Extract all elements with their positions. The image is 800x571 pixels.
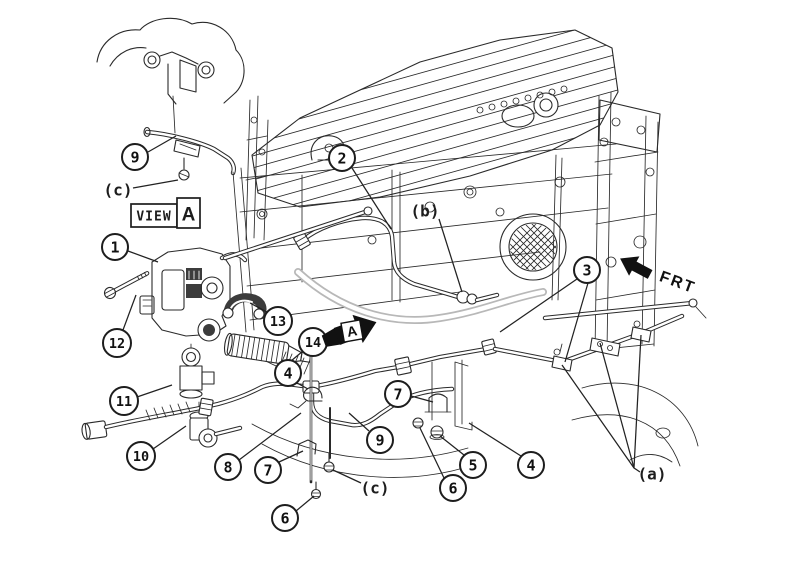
letter-leader-(c) [132, 179, 179, 189]
callout-10 [126, 441, 156, 471]
frt-arrow: FRT [620, 256, 698, 297]
engine-mount-art [571, 91, 699, 467]
valve-cover-art [251, 29, 619, 208]
callout-label-5: 5 [468, 456, 477, 474]
elbow-hose-13-art [222, 293, 267, 320]
letter-leader-(c) [332, 469, 362, 484]
callout-6 [439, 474, 467, 502]
callout-leader-11 [136, 384, 173, 398]
callout-8 [214, 453, 242, 481]
callout-13 [263, 306, 293, 336]
callout-leader-7 [410, 395, 434, 403]
callout-7 [254, 456, 282, 484]
callout-leader-4 [296, 382, 309, 390]
callout-label-7: 7 [393, 385, 402, 403]
callout-11 [109, 386, 139, 416]
letter-leader-(a) [633, 334, 642, 469]
callout-6 [271, 504, 299, 532]
callout-leader-6 [295, 495, 315, 512]
damper-art [223, 332, 312, 365]
callout-leader-12 [122, 294, 137, 331]
callout-label-4: 4 [283, 364, 292, 382]
callout-7 [384, 380, 412, 408]
callout-2 [328, 144, 356, 172]
callout-label-4: 4 [526, 456, 535, 474]
radiator-hose-art [294, 268, 547, 324]
clamps-and-bolts-art [222, 206, 652, 500]
view-direction-arrow: A [321, 314, 377, 347]
view-arrow-letter: A [346, 322, 359, 340]
callout-label-14: 14 [305, 335, 321, 351]
callout-leader-13 [249, 302, 268, 313]
callout-label-6: 6 [448, 479, 457, 497]
callout-leader-6 [419, 427, 445, 479]
callout-3 [573, 256, 601, 284]
callout-label-6: 6 [280, 509, 289, 527]
callout-label-11: 11 [116, 394, 132, 410]
callout-1 [101, 233, 129, 261]
view-label: VIEW [136, 210, 171, 225]
view-letter: A [182, 205, 196, 226]
callout-leader-8 [238, 412, 302, 461]
callout-leader-1 [127, 250, 159, 263]
view-a-box: VIEW A [130, 197, 201, 229]
callout-9 [366, 426, 394, 454]
callout-leader-4 [468, 422, 522, 457]
callout-leader-5 [439, 435, 465, 456]
callout-leader-14 [290, 350, 304, 362]
letter-label-(c): (c) [104, 181, 133, 200]
callout-label-12: 12 [109, 336, 125, 352]
callout-leader-2 [351, 167, 392, 230]
letter-leader-(b) [438, 218, 463, 293]
fuel-pipe-9-art [81, 298, 707, 484]
callout-leader-3 [499, 278, 578, 333]
letter-label-(a): (a) [638, 465, 667, 484]
engine-line-art [81, 17, 707, 500]
callout-4 [274, 359, 302, 387]
callout-label-9: 9 [130, 148, 139, 166]
letter-leader-(a) [599, 342, 635, 469]
callout-9 [121, 143, 149, 171]
letter-label-(b): (b) [411, 202, 440, 221]
letter-label-(c): (c) [361, 479, 390, 498]
callout-label-8: 8 [223, 458, 232, 476]
callout-leader-3 [564, 282, 589, 363]
frt-label: FRT [657, 268, 698, 297]
callout-4 [517, 451, 545, 479]
callout-5 [459, 451, 487, 479]
letter-leader-(a) [561, 364, 641, 473]
callout-label-10: 10 [133, 449, 149, 465]
callout-label-1: 1 [110, 238, 119, 256]
callout-label-9: 9 [375, 431, 384, 449]
callout-label-13: 13 [270, 314, 286, 330]
inset-view-a-art [96, 17, 245, 181]
callout-label-3: 3 [582, 261, 591, 279]
callout-leader-9 [348, 412, 370, 432]
pump-assembly-art [103, 247, 248, 448]
callout-12 [102, 328, 132, 358]
callout-leader-9 [147, 135, 177, 153]
callout-label-7: 7 [263, 461, 272, 479]
callout-label-2: 2 [337, 149, 346, 167]
frt-arrow-icon [620, 256, 653, 279]
callout-leader-10 [152, 425, 187, 450]
callout-leader-7 [278, 450, 304, 463]
